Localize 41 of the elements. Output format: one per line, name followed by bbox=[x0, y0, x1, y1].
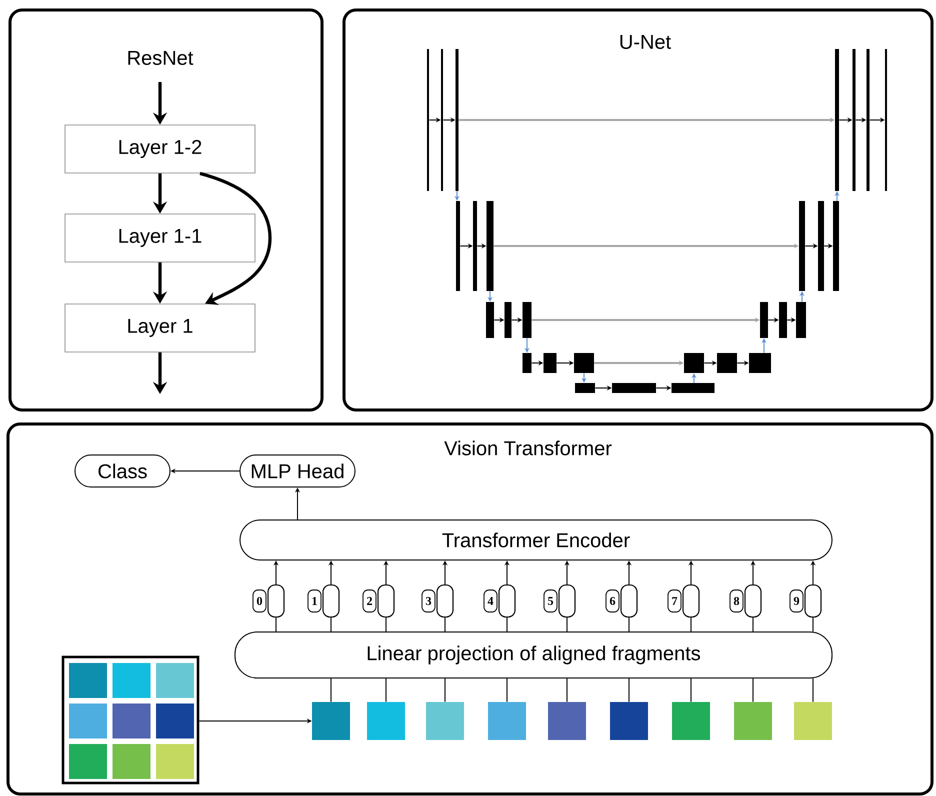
layer-box: Layer 1 bbox=[64, 304, 256, 352]
patch-square bbox=[734, 702, 772, 740]
patch-square bbox=[367, 702, 405, 740]
patch-square bbox=[426, 702, 464, 740]
position-badge: 5 bbox=[544, 590, 558, 612]
layer-box: Layer 1-2 bbox=[64, 124, 256, 174]
position-badge: 9 bbox=[790, 590, 804, 612]
patch-square bbox=[794, 702, 832, 740]
position-badge: 6 bbox=[606, 590, 620, 612]
bar bbox=[575, 383, 595, 393]
rounded-box: Transformer Encoder bbox=[240, 520, 832, 560]
rounded-box: Class bbox=[74, 454, 170, 488]
patch-square bbox=[610, 702, 648, 740]
bar bbox=[574, 353, 594, 373]
patch-square bbox=[488, 702, 526, 740]
position-badge: 8 bbox=[730, 590, 744, 612]
bar bbox=[486, 302, 494, 338]
layer-box: Layer 1-1 bbox=[64, 214, 256, 262]
image-grid-drawing bbox=[62, 656, 200, 784]
bar bbox=[760, 302, 768, 338]
bar bbox=[749, 353, 771, 373]
position-badge: 4 bbox=[484, 590, 498, 612]
bar bbox=[456, 201, 460, 291]
patch-square bbox=[548, 702, 586, 740]
panel: U-Net bbox=[342, 8, 934, 412]
bar bbox=[835, 49, 839, 191]
patch-square bbox=[312, 702, 350, 740]
bar bbox=[684, 353, 704, 373]
bar bbox=[544, 353, 556, 373]
patch-square bbox=[672, 702, 710, 740]
position-badge: 2 bbox=[362, 590, 376, 612]
rounded-box: Linear projection of aligned fragments bbox=[234, 632, 832, 678]
position-badge: 7 bbox=[668, 590, 682, 612]
bar bbox=[717, 353, 737, 373]
rounded-box: MLP Head bbox=[240, 454, 356, 488]
position-badge: 1 bbox=[308, 590, 322, 612]
position-badge: 0 bbox=[252, 590, 266, 612]
position-badge: 3 bbox=[422, 590, 436, 612]
bar bbox=[799, 201, 805, 291]
bar bbox=[522, 353, 532, 373]
arrow bbox=[200, 172, 272, 305]
